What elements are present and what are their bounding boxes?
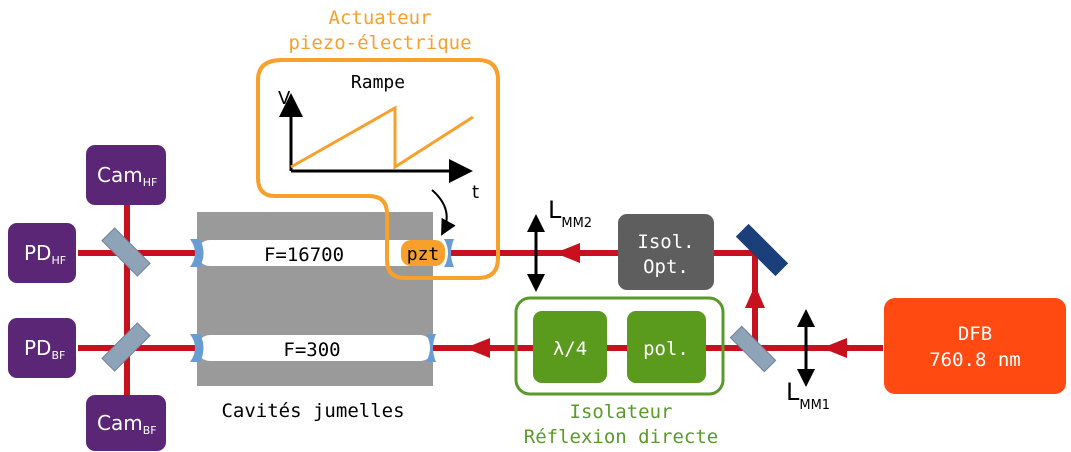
pzt-pointer-arrow [431,189,456,236]
ramp-sawtooth [290,105,474,170]
polarizer-box [627,311,706,383]
cam-hf-label: CamHF [97,163,157,189]
lens-mm2-label: LMM2 [548,196,592,231]
pd-bf-label: PDBF [24,336,65,362]
beam-direction-arrows [465,243,847,358]
direct-isolator-caption-line1: Isolateur [570,401,673,423]
pzt-label: pzt [407,244,440,265]
optical-isolator-line1: Isol. [637,231,694,253]
cavity-mirrors [190,239,454,362]
cavities-caption: Cavités jumelles [221,400,404,422]
ramp-title: Rampe [351,72,405,93]
ramp-x-axis-label: t [472,182,479,203]
cavity-bf-tube [197,335,433,361]
cam-bf-box [86,395,166,451]
beam-splitter-bf [101,322,151,372]
cavity-bf-finesse: F=300 [283,339,340,361]
polarizer-label: pol. [643,338,689,360]
beam-splitter-hf [101,227,151,277]
beam-arrow-bottom-right [822,338,847,358]
cam-hf-box [86,145,166,205]
beam-arrow-top [555,243,580,263]
pd-hf-label: PDHF [24,241,66,267]
dfb-laser-line2: 760.8 nm [929,349,1021,371]
beam-arrow-bottom-left [465,338,490,358]
direct-reflection-isolator-frame [514,296,725,396]
mirror-top-right [735,223,789,277]
pd-bf-box [8,318,76,378]
quarter-wave-plate-label: λ/4 [553,338,587,360]
beam-splitter-right [729,325,777,373]
ramp-y-axis-label: V [278,88,291,109]
actuator-title-line2: piezo-électrique [288,32,471,54]
beam-arrow-up [745,285,765,308]
pd-hf-box [8,223,76,283]
direct-isolator-caption-line2: Réflexion directe [524,426,718,448]
dfb-laser-box [884,298,1066,394]
optical-isolator-line2: Opt. [643,256,689,278]
actuator-title-line1: Actuateur [329,7,432,29]
dfb-laser-line1: DFB [958,323,992,345]
pzt-actuator [401,240,445,266]
quarter-wave-plate-box [533,311,607,383]
optical-isolator-box [618,214,714,290]
lens-mm1-label: LMM1 [786,378,830,413]
actuator-frame [256,58,500,280]
cam-bf-label: CamBF [97,411,157,437]
cavity-hf-finesse: F=16700 [264,244,344,266]
